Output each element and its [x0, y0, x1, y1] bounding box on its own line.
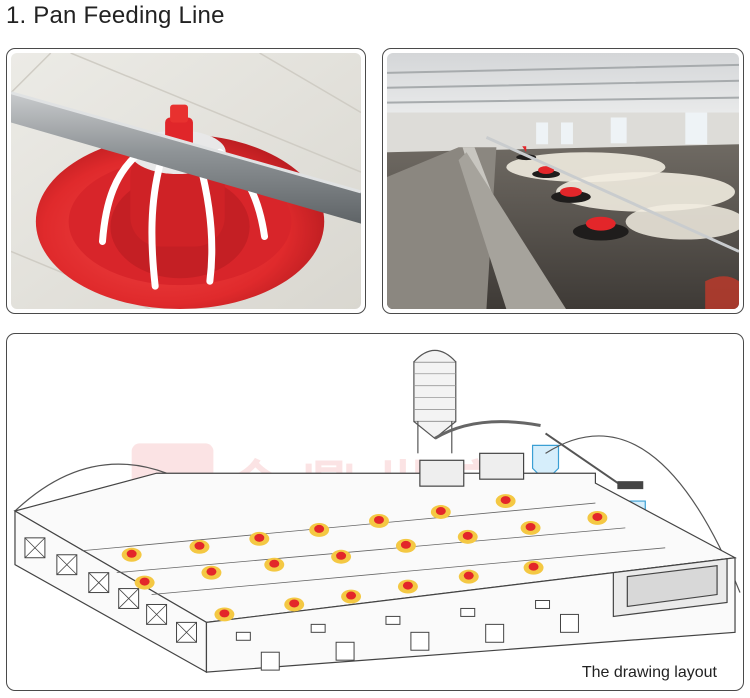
- feeder-pan-center: [528, 562, 539, 571]
- feeder-pan-panel: [6, 48, 366, 314]
- feeder-pan-center: [269, 559, 280, 568]
- page-title: 1. Pan Feeding Line: [6, 2, 225, 29]
- feeder-pan-center: [314, 524, 325, 533]
- feeder-pan-center: [336, 551, 347, 560]
- poultry-house-line-drawing: JCJX 金 鼎 世 家 GOLDENEST: [7, 334, 743, 690]
- feeder-pan-center: [194, 541, 205, 550]
- poultry-house-panel: [382, 48, 744, 314]
- feeder-pan-center: [463, 571, 474, 580]
- feeder-pan-center: [346, 591, 357, 600]
- feeder-pan-center: [462, 531, 473, 540]
- feeder-pan-center: [525, 522, 536, 531]
- poultry-house-interior-photo: [387, 53, 739, 309]
- feeder-pan-center: [500, 496, 511, 505]
- feeder-pan-center: [219, 609, 230, 618]
- feeder-pan-center: [435, 507, 446, 515]
- feeder-pan-center: [592, 512, 603, 521]
- feeder-pan-center: [374, 515, 384, 524]
- feeder-pan-center: [139, 577, 150, 586]
- feeder-pan-center: [402, 581, 413, 590]
- feeder-pan-center: [206, 567, 217, 576]
- feeder-pan-center: [289, 599, 300, 608]
- drawing-caption: The drawing layout: [581, 664, 717, 681]
- feeder-pan-center: [254, 533, 265, 542]
- feeder-pan-center: [400, 540, 411, 549]
- drawing-layout-panel: JCJX 金 鼎 世 家 GOLDENEST: [6, 333, 744, 691]
- feeder-pan-center: [126, 549, 137, 558]
- red-feeder-pan-photo: [11, 53, 361, 309]
